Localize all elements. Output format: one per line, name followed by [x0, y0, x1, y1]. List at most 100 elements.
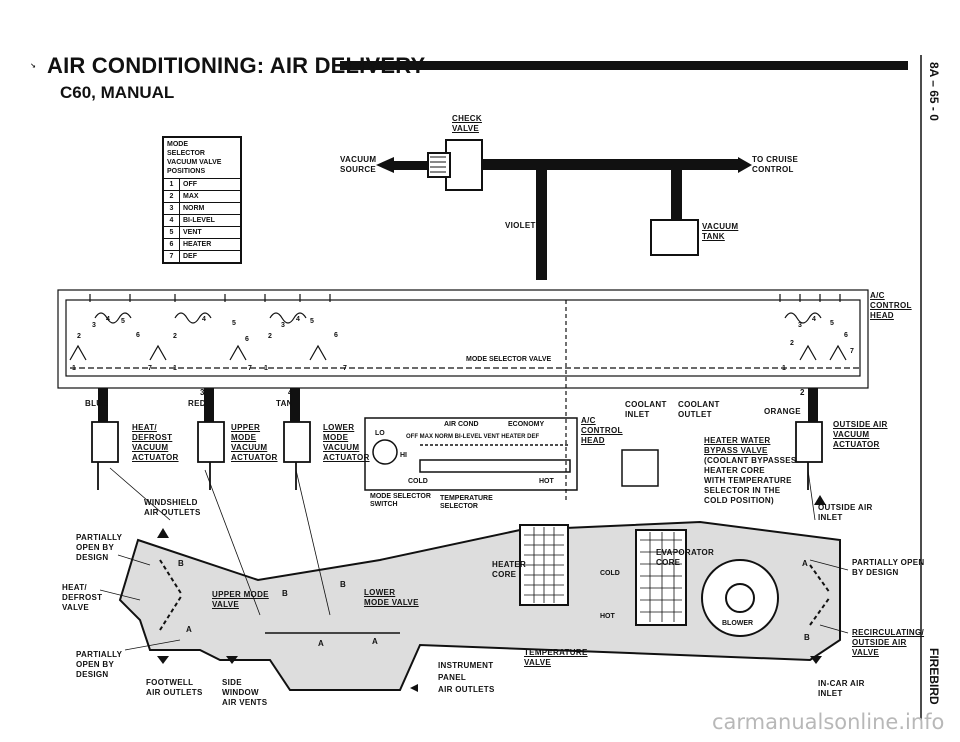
- port-number: 4: [812, 316, 816, 323]
- mode-table-title-line: SELECTOR: [167, 150, 205, 157]
- hose-number: 2: [800, 388, 805, 397]
- mode-label: DEF: [179, 250, 242, 264]
- port-number: 4: [296, 316, 300, 323]
- port-number: 2: [790, 340, 794, 347]
- evaporator-core: [635, 529, 687, 626]
- mode-label: OFF: [179, 178, 242, 191]
- panel-mode-positions: OFF MAX NORM BI-LEVEL VENT HEATER DEF: [406, 434, 540, 440]
- port-number: 4: [202, 316, 206, 323]
- mode-label: BI-LEVEL: [179, 214, 242, 227]
- port-number: 1: [782, 365, 786, 372]
- panel-lo: LO: [375, 430, 385, 437]
- section-name: FIREBIRD: [927, 648, 941, 705]
- valve-letter: B: [804, 633, 811, 642]
- mode-table-title-line: POSITIONS: [167, 168, 206, 175]
- vacuum-tank: [650, 219, 699, 256]
- hose-number: 4: [288, 388, 293, 397]
- violet-line: [536, 170, 547, 280]
- port-number: 1: [173, 365, 177, 372]
- panel-cold: COLD: [408, 478, 428, 485]
- mode-label: NORM: [179, 202, 242, 215]
- mode-num: 1: [162, 178, 180, 191]
- valve-letter: B: [178, 559, 185, 568]
- panel-hot: HOT: [539, 478, 554, 485]
- mode-label: VENT: [179, 226, 242, 239]
- page-subtitle: C60, MANUAL: [60, 83, 175, 102]
- panel-economy: ECONOMY: [508, 421, 545, 428]
- port-number: 3: [281, 322, 285, 329]
- vacuum-supply-line: [376, 139, 752, 280]
- mode-num: 3: [162, 202, 180, 215]
- check-valve: [445, 139, 483, 191]
- hose-color-orange: ORANGE: [764, 407, 801, 416]
- mode-num: 7: [162, 250, 180, 264]
- mode-table-title: MODE SELECTOR VACUUM VALVE POSITIONS: [162, 136, 242, 179]
- port-number: 5: [830, 320, 834, 327]
- valve-letter: A: [186, 625, 193, 634]
- leader-lines: [99, 467, 849, 651]
- port-number: 3: [92, 322, 96, 329]
- mode-table-title-line: VACUUM VALVE: [167, 159, 222, 166]
- port-number: 7: [148, 365, 152, 372]
- mode-num: 5: [162, 226, 180, 239]
- valve-letter: B: [282, 589, 289, 598]
- valve-letter: A: [802, 559, 809, 568]
- mode-num: 6: [162, 238, 180, 251]
- port-number: 6: [136, 332, 140, 339]
- valve-letter: A: [372, 637, 379, 646]
- page-title: AIR CONDITIONING: AIR DELIVERY: [47, 53, 426, 78]
- hose-color-red: RED: [188, 399, 206, 408]
- page-number: 8A – 65 - 0: [927, 62, 941, 121]
- port-number: 5: [310, 318, 314, 325]
- port-number: 7: [248, 365, 252, 372]
- hose-number: 3: [200, 388, 205, 397]
- port-number: 7: [850, 348, 854, 355]
- control-head-box: [57, 289, 869, 500]
- hose-color-blue: BLUE: [85, 399, 108, 408]
- port-number: 4: [106, 316, 110, 323]
- panel-air-cond: AIR COND: [444, 421, 479, 428]
- valve-letter: B: [340, 580, 347, 589]
- port-number: 6: [334, 332, 338, 339]
- mode-table-title-line: MODE: [167, 141, 188, 148]
- port-number: 3: [798, 322, 802, 329]
- watermark: carmanualsonline.info: [712, 710, 945, 734]
- mode-selector-valve-label: MODE SELECTOR VALVE: [466, 356, 552, 363]
- port-number: 1: [72, 365, 76, 372]
- hvac-duct: [118, 520, 841, 691]
- port-number: 5: [121, 318, 125, 325]
- mode-num: 2: [162, 190, 180, 203]
- title-rule: [340, 61, 908, 70]
